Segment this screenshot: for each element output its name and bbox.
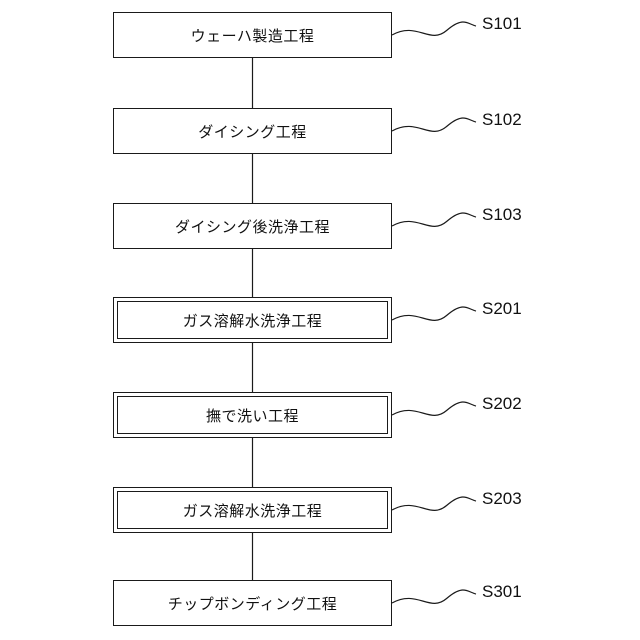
leader-line <box>392 590 476 603</box>
step-label: チップボンディング工程 <box>168 593 337 614</box>
step-code-label: S202 <box>482 394 522 414</box>
leader-line <box>392 118 476 131</box>
step-code-label: S101 <box>482 14 522 34</box>
step-code-label: S103 <box>482 205 522 225</box>
leader-line <box>392 402 476 415</box>
step-code-label: S203 <box>482 489 522 509</box>
step-box-s102: ダイシング工程 <box>113 108 392 154</box>
step-box-inner: 撫で洗い工程 <box>117 396 388 434</box>
leader-line <box>392 497 476 510</box>
step-box-s202: 撫で洗い工程 <box>113 392 392 438</box>
step-box-inner: ダイシング工程 <box>114 109 391 153</box>
step-box-inner: ウェーハ製造工程 <box>114 13 391 57</box>
step-code-label: S102 <box>482 110 522 130</box>
step-box-s103: ダイシング後洗浄工程 <box>113 203 392 249</box>
step-box-inner: ダイシング後洗浄工程 <box>114 204 391 248</box>
step-code-label: S301 <box>482 582 522 602</box>
step-code-label: S201 <box>482 299 522 319</box>
step-box-inner: ガス溶解水洗浄工程 <box>117 301 388 339</box>
step-label: ダイシング後洗浄工程 <box>175 216 330 237</box>
step-box-s301: チップボンディング工程 <box>113 580 392 626</box>
step-box-inner: ガス溶解水洗浄工程 <box>117 491 388 529</box>
step-box-s203: ガス溶解水洗浄工程 <box>113 487 392 533</box>
leader-line <box>392 307 476 320</box>
step-label: ガス溶解水洗浄工程 <box>183 500 323 521</box>
leader-line <box>392 213 476 226</box>
step-label: ダイシング工程 <box>198 121 307 142</box>
step-label: ガス溶解水洗浄工程 <box>183 310 323 331</box>
step-box-s101: ウェーハ製造工程 <box>113 12 392 58</box>
step-label: 撫で洗い工程 <box>206 405 299 426</box>
step-label: ウェーハ製造工程 <box>191 25 315 46</box>
leader-line <box>392 22 476 35</box>
step-box-s201: ガス溶解水洗浄工程 <box>113 297 392 343</box>
step-box-inner: チップボンディング工程 <box>114 581 391 625</box>
